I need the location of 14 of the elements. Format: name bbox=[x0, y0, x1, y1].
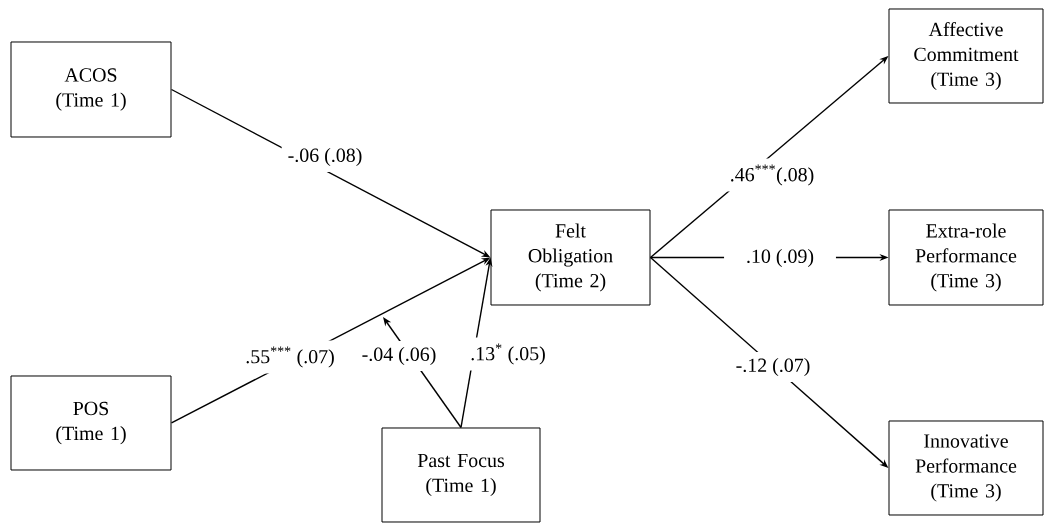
edge-label: .55$^{***}$ (.07) bbox=[239, 340, 341, 374]
edge-label: .10 (.09) bbox=[724, 243, 836, 273]
edge-label: -.06 (.08) bbox=[281, 142, 369, 172]
edge-label: .13$^{*}$ (.05) bbox=[466, 337, 550, 371]
variable-box: Affective Commitment (Time 3) bbox=[888, 8, 1044, 104]
variable-box: POS (Time 1) bbox=[10, 375, 172, 471]
variable-box: Extra-role Performance (Time 3) bbox=[888, 209, 1044, 306]
variable-box: Felt Obligation (Time 2) bbox=[490, 209, 651, 306]
edge-label: -.12 (.07) bbox=[729, 352, 817, 382]
variable-box: ACOS (Time 1) bbox=[10, 41, 172, 138]
variable-box: Innovative Performance (Time 3) bbox=[888, 420, 1044, 516]
edge-label: -.04 (.06) bbox=[357, 341, 441, 371]
edge-label: .46$^{***}$(.08) bbox=[723, 158, 821, 192]
variable-box: Past Focus (Time 1) bbox=[381, 427, 541, 523]
